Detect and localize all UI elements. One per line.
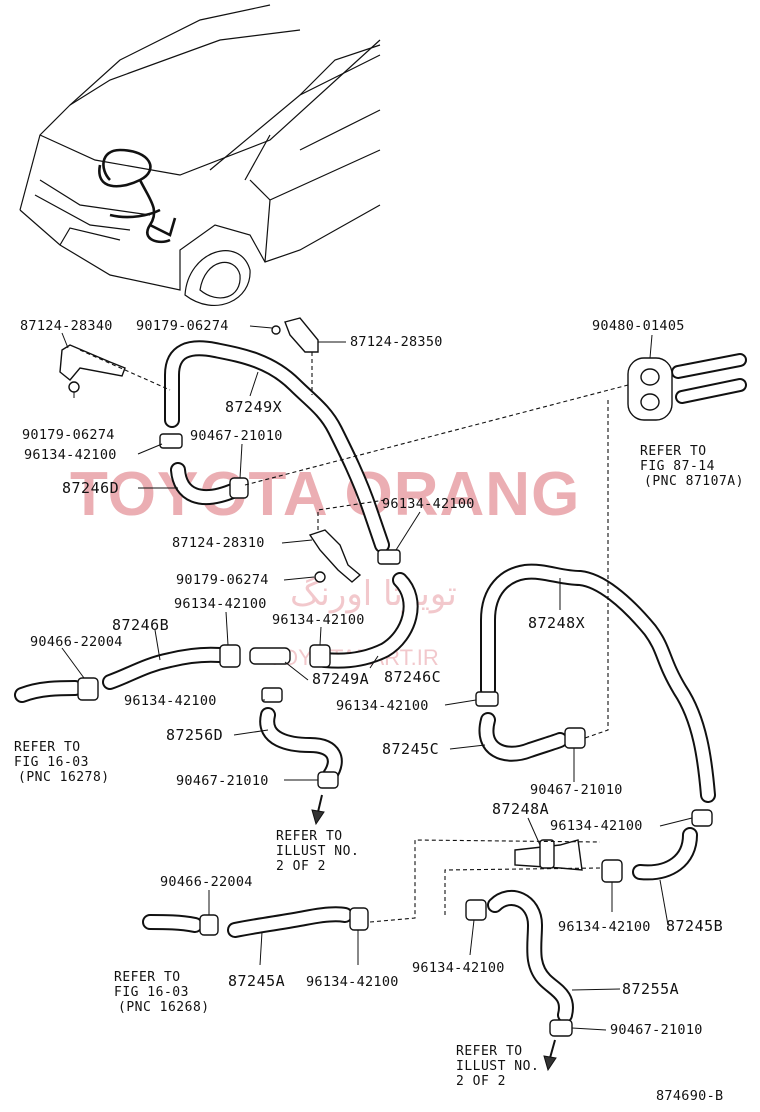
label-96134-42100: 96134-42100 (24, 447, 117, 463)
label-90480-01405: 90480-01405 (592, 318, 685, 334)
bracket (284, 317, 319, 353)
part-labels: 87124-28340 90179-06274 87124-28350 8724… (20, 318, 723, 1038)
clamp (229, 477, 249, 499)
label-90467-21010: 90467-21010 (176, 773, 269, 789)
label-90179-06274: 90179-06274 (22, 427, 115, 443)
arrow-icon (543, 1055, 557, 1072)
svg-text:REFER TO: REFER TO (14, 740, 81, 755)
label-96134-42100: 96134-42100 (336, 698, 429, 714)
ref-illust-2-of-2: REFER TO ILLUST NO. 2 OF 2 (456, 1044, 539, 1089)
svg-text:2 OF 2: 2 OF 2 (276, 859, 326, 874)
label-87246D: 87246D (62, 479, 119, 497)
label-87255A: 87255A (622, 980, 679, 998)
clamp (475, 691, 499, 707)
grommet (627, 357, 673, 421)
label-87249A: 87249A (312, 670, 369, 688)
label-96134-42100: 96134-42100 (306, 974, 399, 990)
svg-text:REFER TO: REFER TO (456, 1044, 523, 1059)
label-87249X: 87249X (225, 398, 282, 416)
svg-text:ILLUST NO.: ILLUST NO. (276, 844, 359, 859)
dashed-lines (79, 349, 629, 923)
svg-text:FIG 16-03: FIG 16-03 (114, 985, 189, 1000)
label-90467-21010: 90467-21010 (610, 1022, 703, 1038)
clamp (691, 809, 713, 827)
ref-fig-16-03: REFER TO FIG 16-03 (PNC 16268) (114, 970, 210, 1015)
label-96134-42100: 96134-42100 (550, 818, 643, 834)
clamp (349, 907, 369, 931)
clamp (564, 727, 586, 749)
label-90466-22004: 90466-22004 (30, 634, 123, 650)
ref-fig-16-03: REFER TO FIG 16-03 (PNC 16278) (14, 740, 110, 785)
figure-code: 874690-B (656, 1088, 723, 1104)
label-87248A: 87248A (492, 800, 549, 818)
label-87246B: 87246B (112, 616, 169, 634)
label-90179-06274: 90179-06274 (136, 318, 229, 334)
clamp (261, 687, 283, 703)
label-90466-22004: 90466-22004 (160, 874, 253, 890)
label-87245A: 87245A (228, 972, 285, 990)
hoses (14, 340, 747, 1023)
svg-text:2 OF 2: 2 OF 2 (456, 1074, 506, 1089)
clamp (317, 771, 339, 789)
svg-text:(PNC 87107A): (PNC 87107A) (644, 474, 744, 489)
clamp (219, 644, 241, 668)
watermark: TOYOTA ORANG تویوتا اورنگ TOYOTAPART.IR (70, 460, 580, 670)
svg-text:REFER TO: REFER TO (640, 444, 707, 459)
label-96134-42100: 96134-42100 (558, 919, 651, 935)
label-87124-28310: 87124-28310 (172, 535, 265, 551)
label-96134-42100: 96134-42100 (272, 612, 365, 628)
clamp (465, 899, 487, 921)
label-96134-42100: 96134-42100 (174, 596, 267, 612)
clamp (199, 914, 219, 936)
svg-text:REFER TO: REFER TO (114, 970, 181, 985)
svg-text:ILLUST NO.: ILLUST NO. (456, 1059, 539, 1074)
clamp (549, 1019, 573, 1037)
ref-illust-2-of-2: REFER TO ILLUST NO. 2 OF 2 (276, 829, 359, 874)
clamp (309, 644, 331, 668)
bracket (59, 344, 126, 381)
car-illustration (19, 4, 381, 306)
clamp (377, 549, 401, 565)
watermark-arabic: تویوتا اورنگ (290, 574, 457, 614)
svg-text:(PNC 16278): (PNC 16278) (18, 770, 110, 785)
label-96134-42100: 96134-42100 (124, 693, 217, 709)
label-96134-42100: 96134-42100 (382, 496, 475, 512)
label-90467-21010: 90467-21010 (530, 782, 623, 798)
label-87256D: 87256D (166, 726, 223, 744)
arrows (311, 794, 557, 1072)
ref-fig-87-14: REFER TO FIG 87-14 (PNC 87107A) (640, 444, 744, 489)
label-87124-28340: 87124-28340 (20, 318, 113, 334)
label-87248X: 87248X (528, 614, 585, 632)
watermark-brand: TOYOTA ORANG (70, 460, 580, 529)
label-87245C: 87245C (382, 740, 439, 758)
leader-lines (61, 325, 693, 1031)
svg-text:FIG 87-14: FIG 87-14 (640, 459, 715, 474)
arrow-icon (311, 809, 325, 826)
union-fitting (249, 647, 291, 665)
clamp (77, 677, 99, 701)
label-90467-21010: 90467-21010 (190, 428, 283, 444)
svg-text:REFER TO: REFER TO (276, 829, 343, 844)
label-90179-06274: 90179-06274 (176, 572, 269, 588)
label-96134-42100: 96134-42100 (412, 960, 505, 976)
clamp (159, 433, 183, 449)
svg-text:(PNC 16268): (PNC 16268) (118, 1000, 210, 1015)
label-87124-28350: 87124-28350 (350, 334, 443, 350)
label-87246C: 87246C (384, 668, 441, 686)
reference-notes: REFER TO FIG 87-14 (PNC 87107A) REFER TO… (14, 444, 744, 1089)
bracket (308, 529, 362, 583)
clamp (601, 859, 623, 883)
svg-text:FIG 16-03: FIG 16-03 (14, 755, 89, 770)
label-87245B: 87245B (666, 917, 723, 935)
